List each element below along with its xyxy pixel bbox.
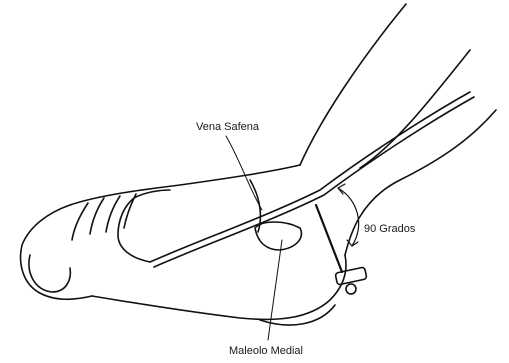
label-90-grados: 90 Grados — [364, 224, 415, 235]
probe-shaft — [316, 205, 342, 272]
label-vena-safena: Vena Safena — [196, 122, 259, 133]
big-toe — [29, 255, 70, 292]
malleolus-bump — [255, 222, 301, 250]
angle-arc — [338, 188, 359, 246]
probe-handle — [335, 267, 367, 285]
sole-outline — [92, 255, 346, 319]
toe-line-2 — [90, 198, 104, 234]
probe-knob — [346, 284, 356, 294]
toes-outline — [21, 205, 92, 299]
saphenous-vein-upper — [150, 92, 470, 262]
toe-line-1 — [72, 203, 88, 240]
label-maleolo-medial: Maleolo Medial — [229, 346, 303, 357]
toe-line-4 — [124, 194, 136, 228]
saphenous-vein-branch — [118, 190, 170, 262]
foot-dorsum-outline — [70, 165, 300, 205]
